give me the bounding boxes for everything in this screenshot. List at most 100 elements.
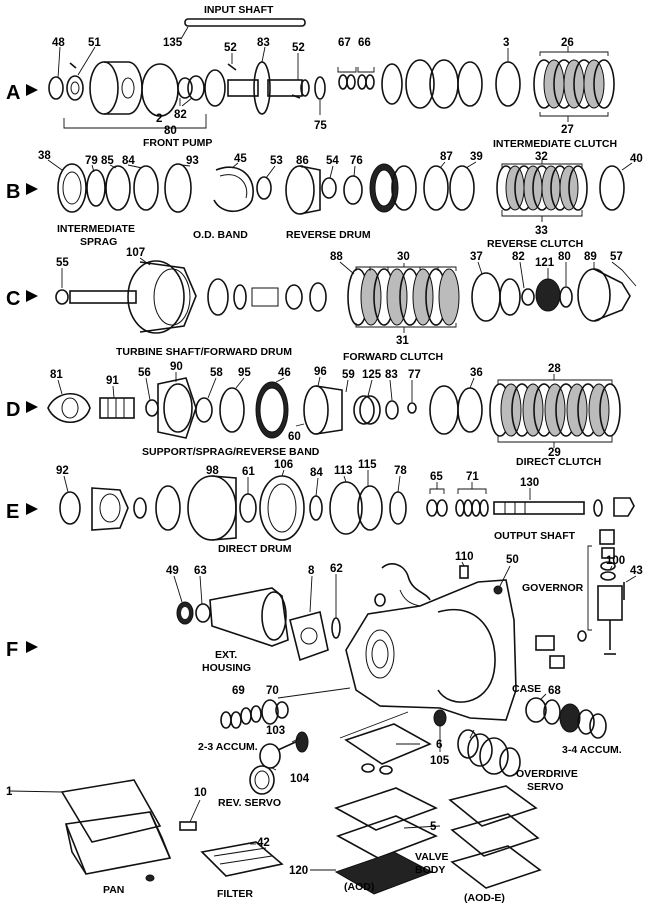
callout-28: 28 xyxy=(548,363,561,375)
caption-2-3-accum: 2-3 ACCUM. xyxy=(198,741,258,753)
row-marker-b: B xyxy=(6,181,38,203)
callout-85: 85 xyxy=(101,155,114,167)
caption-output-shaft: OUTPUT SHAFT xyxy=(494,530,576,542)
callout-5: 5 xyxy=(430,821,437,833)
front-pump-part xyxy=(89,61,119,115)
extension-housing-part xyxy=(209,587,289,647)
row-letter-d: D xyxy=(6,399,20,421)
captions: INPUT SHAFT FRONT PUMP INTERMEDIATE CLUT… xyxy=(57,4,622,904)
row-d-leaders xyxy=(57,372,613,448)
callout-54: 54 xyxy=(326,155,339,167)
callout-92: 92 xyxy=(56,465,69,477)
caption-sprag: SPRAG xyxy=(80,236,117,248)
part-75 xyxy=(314,76,326,100)
part-83 xyxy=(227,79,259,97)
callout-2: 2 xyxy=(156,113,162,125)
row-letter-b: B xyxy=(6,181,20,203)
callout-93: 93 xyxy=(186,155,199,167)
callout-98: 98 xyxy=(206,465,219,477)
part-3 xyxy=(495,61,521,107)
caption-direct-clutch: DIRECT CLUTCH xyxy=(516,456,601,468)
callout-90: 90 xyxy=(170,361,183,373)
callout-95: 95 xyxy=(238,367,251,379)
callout-84-a: 84 xyxy=(122,155,135,167)
callout-8: 8 xyxy=(308,565,315,577)
callout-91: 91 xyxy=(106,375,119,387)
caption-housing: HOUSING xyxy=(202,662,251,674)
caption-valve: VALVE xyxy=(415,851,448,863)
row-a-leaders xyxy=(57,26,609,129)
callout-79: 79 xyxy=(85,155,98,167)
caption-rev-servo: REV. SERVO xyxy=(218,797,281,809)
callout-87: 87 xyxy=(440,151,453,163)
callout-113: 113 xyxy=(334,465,353,477)
callout-80-b: 80 xyxy=(558,251,571,263)
row-marker-c: C xyxy=(6,288,38,310)
callout-numbers: 135 48 51 52 83 52 67 66 3 26 2 82 80 75… xyxy=(6,37,643,877)
row-arrow-b-icon xyxy=(26,183,38,195)
caption-governor: GOVERNOR xyxy=(522,582,584,594)
row-arrow-d-icon xyxy=(26,401,38,413)
reverse-drum-part xyxy=(285,165,315,215)
callout-105: 105 xyxy=(430,755,450,767)
row-letter-c: C xyxy=(6,288,20,310)
caption-input-shaft: INPUT SHAFT xyxy=(204,4,274,16)
callout-120: 120 xyxy=(289,865,308,877)
callout-81: 81 xyxy=(50,369,63,381)
callout-60: 60 xyxy=(288,431,301,443)
row-letter-a: A xyxy=(6,82,20,104)
callout-63: 63 xyxy=(194,565,207,577)
callout-26: 26 xyxy=(561,37,574,49)
row-b-parts xyxy=(57,163,625,215)
callout-103: 103 xyxy=(266,725,285,737)
callout-10: 10 xyxy=(194,787,207,799)
row-marker-d: D xyxy=(6,399,38,421)
turbine-shaft-part xyxy=(69,290,137,304)
callout-78: 78 xyxy=(394,465,407,477)
callout-77: 77 xyxy=(408,369,421,381)
callout-38: 38 xyxy=(38,150,51,162)
callout-59: 59 xyxy=(342,369,355,381)
callout-65: 65 xyxy=(430,471,443,483)
row-c-leaders xyxy=(61,257,637,333)
reverse-clutch-pack-b xyxy=(496,165,588,211)
callout-27: 27 xyxy=(561,124,574,136)
callout-45: 45 xyxy=(234,153,247,165)
forward-clutch-pack xyxy=(347,268,460,326)
row-letter-e: E xyxy=(6,501,19,523)
callout-36: 36 xyxy=(470,367,483,379)
callout-115: 115 xyxy=(358,459,377,471)
row-arrow-f-icon xyxy=(26,641,38,653)
callout-51: 51 xyxy=(88,37,101,49)
callout-56: 56 xyxy=(138,367,151,379)
callout-104: 104 xyxy=(290,773,310,785)
callout-80-a: 80 xyxy=(164,125,177,137)
output-shaft-part xyxy=(493,501,585,515)
governor-assembly xyxy=(587,529,625,655)
caption-aod-e: (AOD-E) xyxy=(464,892,505,904)
callout-39: 39 xyxy=(470,151,483,163)
direct-clutch-pack xyxy=(489,383,621,437)
row-d-parts xyxy=(47,377,621,439)
callout-58: 58 xyxy=(210,367,223,379)
caption-3-4-accum: 3-4 ACCUM. xyxy=(562,744,622,756)
callout-86: 86 xyxy=(296,155,309,167)
callout-100: 100 xyxy=(606,555,625,567)
callout-67: 67 xyxy=(338,37,351,49)
callout-52-a: 52 xyxy=(224,42,237,54)
callout-75: 75 xyxy=(314,120,327,132)
callout-57: 57 xyxy=(610,251,623,263)
row-marker-e: E xyxy=(6,501,38,523)
caption-intermediate-clutch: INTERMEDIATE CLUTCH xyxy=(493,138,617,150)
row-arrow-e-icon xyxy=(26,503,38,515)
row-c-parts xyxy=(55,260,631,334)
caption-overdrive: OVERDRIVE xyxy=(516,768,578,780)
caption-reverse-clutch: REVERSE CLUTCH xyxy=(487,238,583,250)
callout-135: 135 xyxy=(163,37,183,49)
row-a-parts xyxy=(48,18,615,117)
callout-29: 29 xyxy=(548,447,561,459)
caption-aod: (AOD) xyxy=(344,881,374,893)
caption-reverse-drum: REVERSE DRUM xyxy=(286,229,371,241)
pan-gasket-part xyxy=(60,779,162,843)
caption-front-pump: FRONT PUMP xyxy=(143,137,212,149)
